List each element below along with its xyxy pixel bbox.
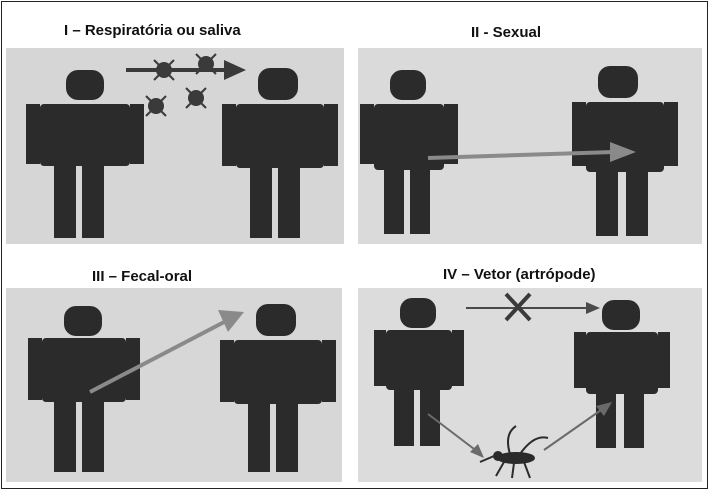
panel-fecal-oral xyxy=(6,288,342,482)
panel-2-title: II - Sexual xyxy=(471,24,542,41)
panel-4-title: IV – Vetor (artrópode) xyxy=(443,266,596,283)
blocked-direct-arrow xyxy=(466,302,600,314)
person-left xyxy=(360,70,458,234)
arrow-to-vector xyxy=(427,413,484,458)
transmission-arrow xyxy=(427,142,636,162)
person-left xyxy=(374,298,464,446)
panel-fecal-oral-illustration xyxy=(6,288,342,482)
panel-3-title: III – Fecal-oral xyxy=(92,268,193,285)
virus-particles xyxy=(145,53,217,117)
panel-vector-illustration xyxy=(358,288,702,482)
panel-sexual xyxy=(358,48,702,244)
cross-mark-icon xyxy=(504,292,532,322)
panel-vector xyxy=(358,288,702,482)
person-right xyxy=(572,66,678,236)
person-right xyxy=(574,300,670,448)
person-left xyxy=(28,306,140,472)
panel-respiratory-illustration xyxy=(6,48,344,244)
transmission-arrow xyxy=(89,310,244,394)
person-left xyxy=(26,70,144,238)
panel-respiratory xyxy=(6,48,344,244)
person-right xyxy=(220,304,336,472)
arrow-from-vector xyxy=(543,402,612,451)
mosquito-icon xyxy=(479,425,549,479)
person-right xyxy=(222,68,338,238)
panel-sexual-illustration xyxy=(358,48,702,244)
panel-1-title: I – Respiratória ou saliva xyxy=(64,22,241,39)
